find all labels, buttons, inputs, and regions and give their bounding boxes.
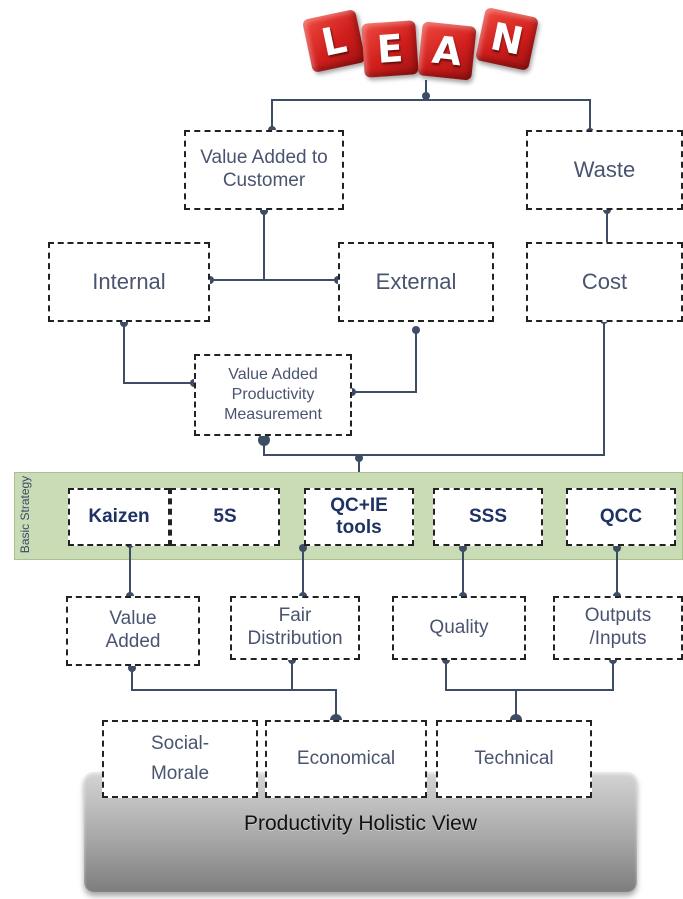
- strategy-qc-ie-tools: QC+IE tools: [304, 488, 414, 546]
- lean-cube-n: N: [474, 6, 540, 72]
- vapm-box: Value Added Productivity Measurement: [194, 354, 352, 436]
- basic-strategy-label: Basic Strategy: [18, 475, 33, 553]
- lean-cube-a: A: [417, 21, 477, 81]
- internal-label: Internal: [92, 268, 166, 294]
- platform-title: Productivity Holistic View: [243, 812, 478, 835]
- value-added-to-customer-box: Value Added to Customer: [184, 130, 344, 210]
- quality-box: Quality: [392, 596, 526, 660]
- strategy-qcc: QCC: [566, 488, 676, 546]
- internal-box: Internal: [48, 242, 210, 322]
- cost-label: Cost: [581, 268, 628, 294]
- external-box: External: [338, 242, 494, 322]
- social-morale-box: Social-Morale: [102, 720, 258, 798]
- technical-box: Technical: [436, 720, 592, 798]
- outputs-inputs-box: Outputs /Inputs: [553, 596, 683, 660]
- waste-box: Waste: [526, 130, 683, 210]
- lean-cube-e: E: [361, 20, 419, 78]
- strategy-kaizen: Kaizen: [68, 488, 170, 546]
- strategy-sss: SSS: [433, 488, 543, 546]
- economical-box: Economical: [265, 720, 427, 798]
- vapm-label: Value Added Productivity Measurement: [224, 366, 322, 423]
- value-added-view-box: Value Added: [66, 596, 200, 666]
- cost-box: Cost: [526, 242, 683, 322]
- external-label: External: [375, 268, 457, 294]
- waste-label: Waste: [573, 156, 636, 182]
- lean-cube-l: L: [301, 8, 367, 74]
- value-added-to-customer-label: Value Added to Customer: [200, 147, 328, 191]
- strategy-5s: 5S: [170, 488, 280, 546]
- fair-distribution-box: Fair Distribution: [230, 596, 360, 660]
